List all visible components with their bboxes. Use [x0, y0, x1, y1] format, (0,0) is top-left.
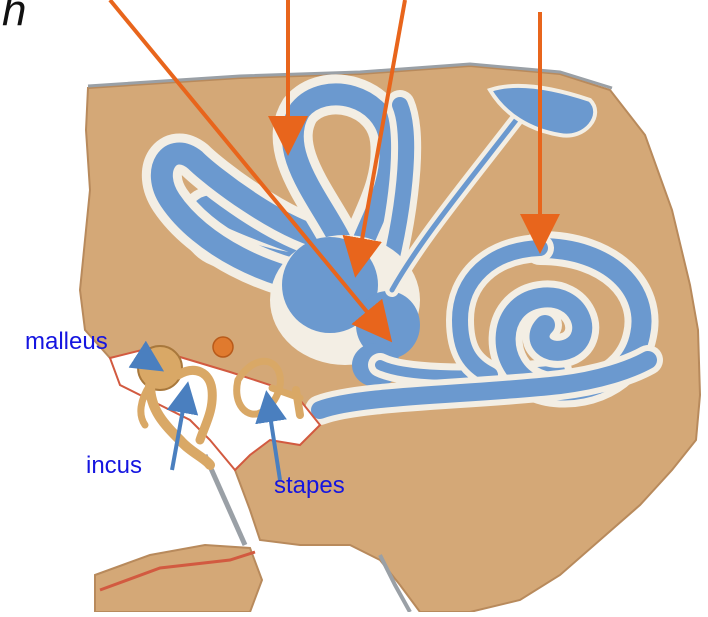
- tensor-tympani-nodule: [213, 337, 233, 357]
- stapes-label: stapes: [274, 472, 345, 500]
- partial-heading-text: h: [2, 0, 26, 36]
- lower-bone-left: [95, 545, 262, 612]
- malleus-label: malleus: [25, 328, 108, 356]
- incus-label: incus: [86, 452, 142, 480]
